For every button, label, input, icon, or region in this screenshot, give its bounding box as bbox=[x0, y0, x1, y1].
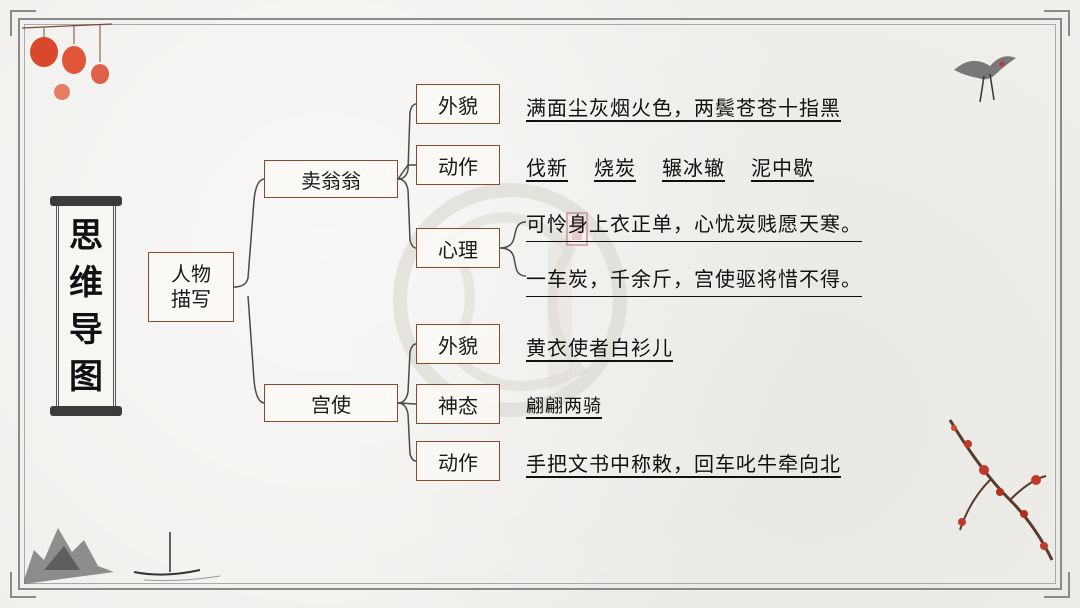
psychology-line: 可怜身上衣正单，心忧炭贱愿天寒。 bbox=[526, 208, 862, 242]
root-node: 人物 描写 bbox=[148, 252, 234, 322]
description-text: 满面尘灰烟火色，两鬓苍苍十指黑 bbox=[526, 96, 841, 120]
action-words: 伐新 烧炭 辗冰辙 泥中歇 bbox=[526, 152, 840, 181]
description-text: 黄衣使者白衫儿 bbox=[526, 336, 673, 360]
branch-node-gongshi: 宫使 bbox=[264, 384, 398, 422]
description-text: 翩翩两骑 bbox=[526, 396, 602, 417]
description-text: 翩翩两骑 bbox=[526, 392, 602, 418]
psychology-line: 一车炭，千余斤，宫使驱将惜不得。 bbox=[526, 263, 862, 297]
description-text: 手把文书中称敕，回车叱牛牵向北 bbox=[526, 448, 841, 477]
action-word: 辗冰辙 bbox=[662, 156, 725, 180]
action-word: 泥中歇 bbox=[751, 156, 814, 180]
leaf-node-action: 动作 bbox=[416, 145, 500, 185]
action-word: 烧炭 bbox=[594, 156, 636, 180]
branch-node-maiwengweng: 卖翁翁 bbox=[264, 160, 398, 198]
action-word: 伐新 bbox=[526, 156, 568, 180]
leaf-node-appearance: 外貌 bbox=[416, 84, 500, 124]
description-text: 手把文书中称敕，回车叱牛牵向北 bbox=[526, 452, 841, 476]
leaf-node-psychology: 心理 bbox=[416, 228, 500, 268]
description-text: 黄衣使者白衫儿 bbox=[526, 332, 673, 361]
description-text: 满面尘灰烟火色，两鬓苍苍十指黑 bbox=[526, 92, 841, 121]
leaf-node-action: 动作 bbox=[416, 441, 500, 481]
leaf-node-appearance: 外貌 bbox=[416, 324, 500, 364]
leaf-node-demeanor: 神态 bbox=[416, 384, 500, 424]
